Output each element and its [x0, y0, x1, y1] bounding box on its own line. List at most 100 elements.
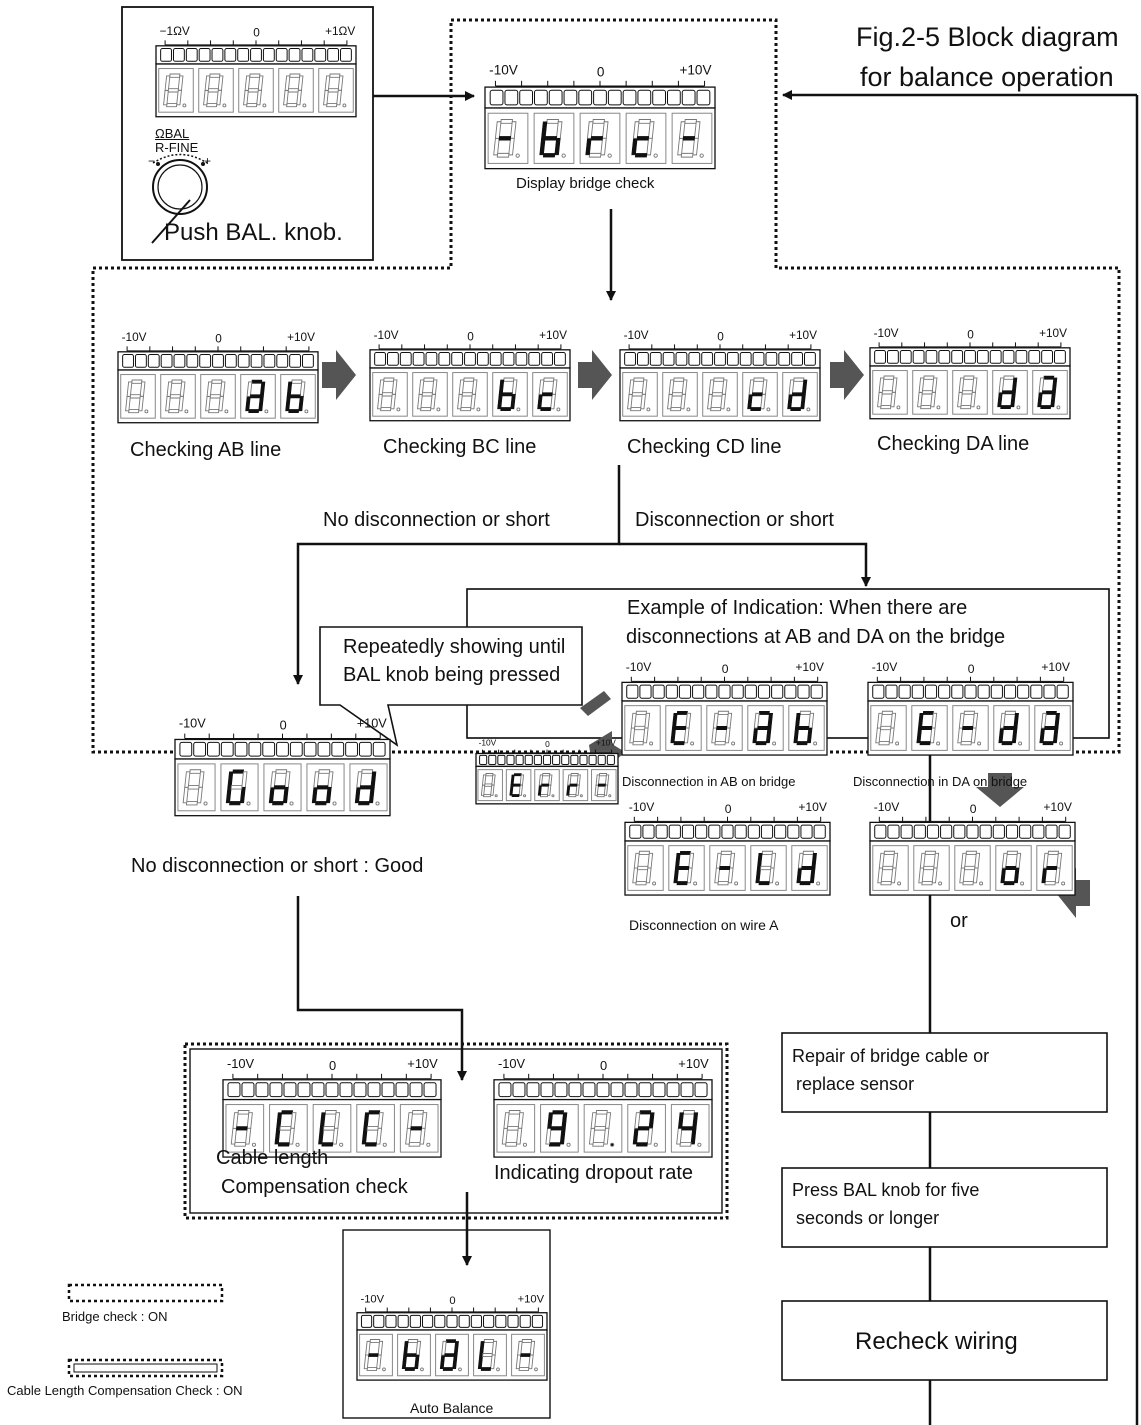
scale-zero-label: 0 [722, 662, 729, 676]
scale-plus-label: +10V [518, 1293, 545, 1305]
digit [875, 710, 900, 746]
knob-minus: − [148, 154, 156, 168]
scale-plus-label: +10V [789, 328, 817, 342]
scale-minus-label: -10V [626, 660, 653, 674]
digit [401, 1339, 424, 1372]
scale-minus-label: -10V [874, 326, 899, 340]
digit [1000, 850, 1025, 886]
auto-balance-label: Auto Balance [410, 1400, 494, 1416]
digit [957, 710, 982, 746]
checking-ab-label: Checking AB line [130, 439, 282, 461]
digit [318, 1110, 344, 1147]
digit [796, 850, 821, 886]
digit [283, 73, 307, 108]
scale-plus-label: +1ΩV [325, 24, 355, 38]
digit [998, 710, 1023, 746]
digit [545, 1110, 571, 1147]
scale-zero-label: 0 [717, 330, 724, 344]
figure-title-line1: Fig.2-5 Block diagram [856, 22, 1119, 52]
no-disconnection-branch-label: No disconnection or short [323, 509, 550, 531]
scale-minus-label: -10V [360, 1293, 384, 1305]
digit [585, 119, 612, 158]
scale-minus-label: -10V [874, 800, 901, 814]
callout-bubble [319, 626, 583, 747]
bridge-check-region [91, 18, 1121, 754]
digit [515, 1339, 538, 1372]
digit [203, 73, 227, 108]
digit [268, 769, 294, 806]
digit [245, 379, 269, 414]
scale-minus-label: -10V [872, 660, 899, 674]
digit [629, 710, 654, 746]
scale-minus-label: -10V [498, 1056, 526, 1071]
legend-cable-label: Cable Length Compensation Check : ON [7, 1383, 243, 1398]
scale-minus-label: -10V [489, 63, 518, 78]
digit [632, 850, 657, 886]
scale-plus-label: +10V [407, 1056, 438, 1071]
digit [354, 769, 380, 806]
scale-zero-label: 0 [545, 739, 550, 749]
legend-bridge-label: Bridge check : ON [62, 1309, 168, 1324]
digit [1039, 710, 1064, 746]
scale-zero-label: 0 [967, 328, 974, 342]
scale-zero-label: 0 [329, 1058, 336, 1073]
knob-label-bottom: R-FINE [155, 140, 199, 155]
or-label: or [950, 910, 968, 932]
digit [477, 1339, 500, 1372]
scale-plus-label: +10V [357, 717, 388, 731]
digit [182, 769, 208, 806]
digit [793, 710, 818, 746]
digit [163, 73, 187, 108]
digit [225, 769, 251, 806]
scale-zero-label: 0 [467, 330, 474, 344]
digit [918, 850, 943, 886]
digit [588, 1110, 615, 1147]
bal-knob [151, 153, 208, 244]
scale-plus-label: +10V [1041, 660, 1071, 674]
digit [417, 377, 441, 412]
digit [501, 1110, 528, 1147]
press-line2: seconds or longer [796, 1208, 940, 1228]
digit [480, 773, 498, 798]
scale-zero-label: 0 [253, 26, 260, 40]
digit [957, 375, 981, 410]
cable-compensation-region [183, 1042, 729, 1220]
press-knob-box [781, 1167, 1108, 1248]
digit [877, 375, 901, 410]
scale-plus-label: +10V [1043, 800, 1073, 814]
repair-box [781, 1032, 1108, 1113]
cable-line1: Cable length [216, 1147, 329, 1169]
scale-minus-label: -10V [374, 328, 399, 342]
digit [405, 1110, 431, 1147]
digit [670, 710, 695, 746]
digit [361, 1110, 387, 1147]
scale-plus-label: +10V [678, 1056, 709, 1071]
digit [165, 379, 189, 414]
scale-minus-label: -10V [122, 330, 147, 344]
digit [755, 850, 780, 886]
scale-zero-label: 0 [597, 65, 605, 80]
dropout-rate-label: Indicating dropout rate [494, 1162, 694, 1184]
digit [439, 1339, 462, 1372]
digit [509, 773, 527, 798]
scale-plus-label: +10V [679, 63, 711, 78]
disc-wire-a-label: Disconnection on wire A [629, 917, 779, 933]
checking-cd-label: Checking CD line [627, 436, 782, 458]
checking-da-label: Checking DA line [877, 433, 1030, 455]
knob-plus: + [204, 154, 212, 168]
bal-knob-icon [152, 159, 208, 215]
digit [677, 119, 704, 158]
scale-plus-label: +10V [596, 738, 616, 748]
digit [997, 375, 1021, 410]
scale-minus-label: -10V [179, 717, 206, 731]
